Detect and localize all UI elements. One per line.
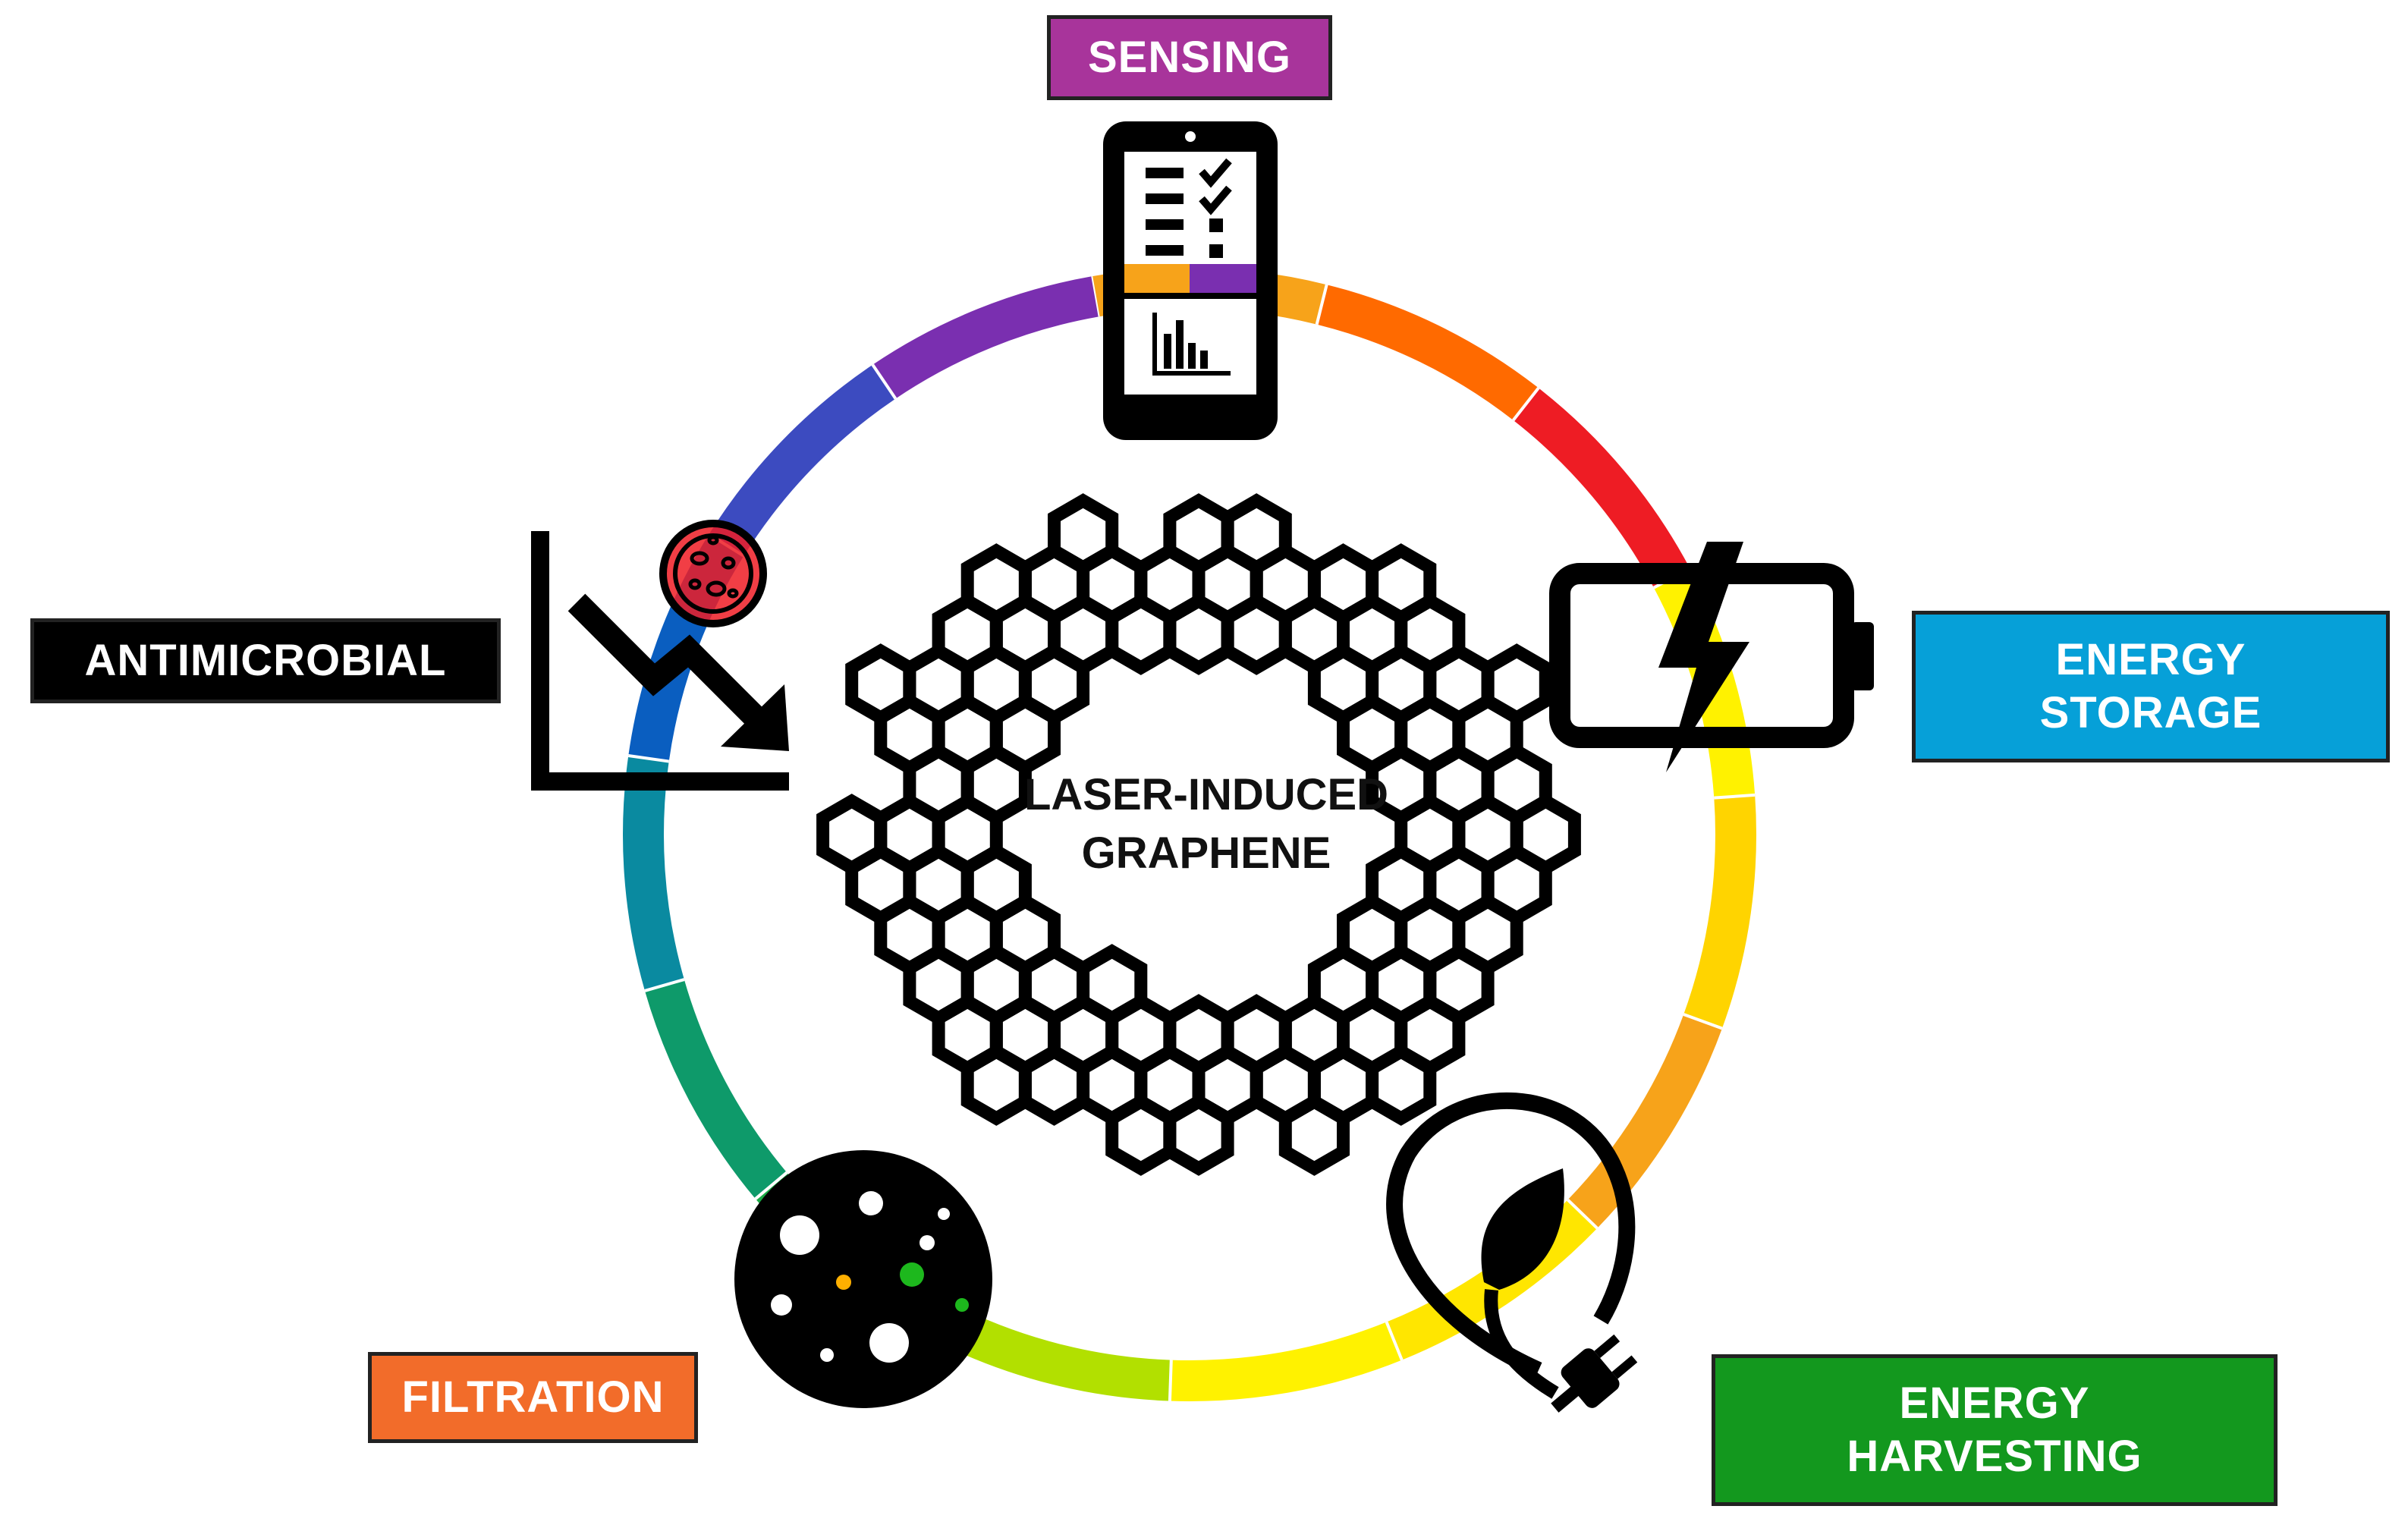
- center-title-line1: LASER-INDUCED: [1023, 770, 1389, 819]
- ring-separator: [1168, 1360, 1173, 1401]
- ring-separator: [1683, 1013, 1723, 1030]
- ring-separator: [644, 978, 685, 992]
- ring-separator: [754, 1171, 788, 1200]
- label-sensing-text: SENSING: [1087, 33, 1292, 83]
- label-energy-storage-line2: STORAGE: [2039, 688, 2262, 737]
- petri-dish-icon: [659, 520, 767, 627]
- graphene-hexagon: [1278, 1094, 1350, 1176]
- label-filtration: FILTRATION: [368, 1352, 698, 1443]
- ring-segment: [644, 979, 787, 1199]
- label-energy-storage-line1: ENERGY: [2055, 635, 2246, 685]
- graphene-hexagon: [1105, 1094, 1177, 1176]
- ring-segment: [1567, 1014, 1722, 1228]
- graphene-hexagon: [1221, 593, 1292, 675]
- ring-segment: [872, 276, 1099, 399]
- phone-checklist-icon: [1103, 121, 1278, 440]
- ring-separator: [1385, 1321, 1404, 1361]
- graphene-hexagon: [1018, 1044, 1090, 1126]
- graphene-hexagon: [960, 1044, 1032, 1126]
- ring-segment: [709, 364, 896, 556]
- ring-segment: [1513, 388, 1690, 588]
- ring-segment: [1683, 794, 1756, 1029]
- graphene-hexagon: [1105, 593, 1177, 675]
- center-title: LASER-INDUCED GRAPHENE: [941, 766, 1472, 882]
- porous-membrane-icon: [734, 1150, 992, 1408]
- graphene-ring-icon: [816, 493, 1581, 1176]
- ring-separator: [871, 363, 897, 400]
- label-energy-harvesting-line2: HARVESTING: [1847, 1432, 2142, 1481]
- label-energy-harvesting-line1: ENERGY: [1899, 1379, 2090, 1429]
- label-filtration-text: FILTRATION: [401, 1372, 665, 1423]
- ring-separator: [1567, 1198, 1599, 1230]
- battery-bolt-icon: [1549, 542, 1874, 772]
- ring-segment: [623, 756, 684, 991]
- label-sensing: SENSING: [1047, 15, 1332, 100]
- ring-segment: [1169, 1322, 1402, 1401]
- ring-segment: [941, 1306, 1171, 1401]
- ring-separator: [627, 754, 670, 763]
- graphene-hexagon: [1163, 1094, 1234, 1176]
- graphene-hexagon: [1163, 593, 1234, 675]
- leaf-plug-icon: [1386, 1092, 1638, 1413]
- graphene-hexagon: [1366, 1044, 1437, 1126]
- ring-segment: [1316, 285, 1539, 420]
- ring-separator: [1714, 793, 1756, 800]
- center-title-line2: GRAPHENE: [1081, 828, 1331, 878]
- label-antimicrobial-text: ANTIMICROBIAL: [84, 636, 447, 686]
- label-energy-storage: ENERGY STORAGE: [1912, 611, 2390, 762]
- ring-separator: [1315, 284, 1328, 325]
- ring-separator: [1512, 387, 1540, 422]
- label-energy-harvesting: ENERGY HARVESTING: [1712, 1354, 2278, 1506]
- label-antimicrobial: ANTIMICROBIAL: [30, 618, 501, 703]
- declining-chart-icon: [531, 531, 789, 791]
- ring-separator: [1089, 276, 1100, 317]
